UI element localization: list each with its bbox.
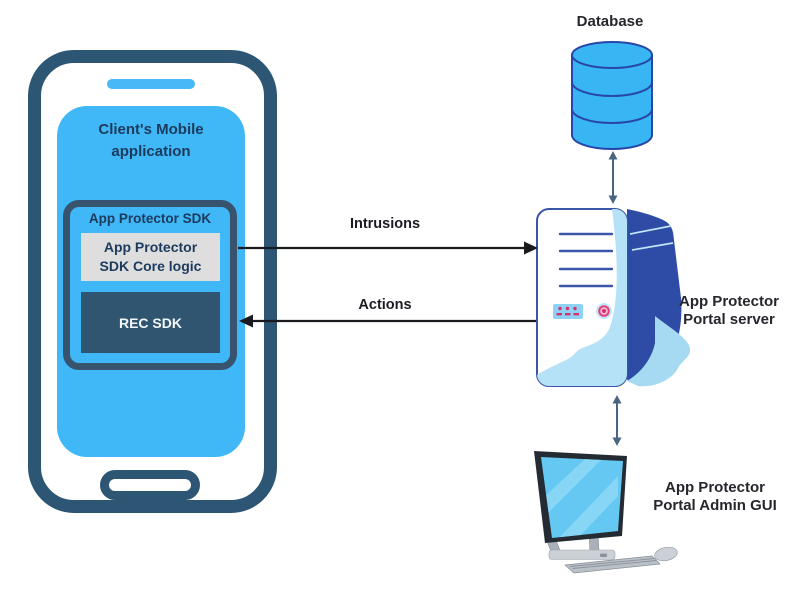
monitor-screen [541,457,623,538]
database-label: Database [576,13,644,30]
monitor-base-slot [600,553,607,557]
phone-home-button [100,470,200,500]
server-panel-leds [556,306,579,316]
portal-server-label-line1: App Protector [678,293,779,310]
keyboard-keys [569,558,657,569]
database-top-disk [571,41,653,69]
desktop-computer-icon [534,451,678,574]
rec-sdk-label: REC SDK [118,314,182,331]
core-logic-line2: SDK Core logic [99,258,202,274]
phone-screen: Client's Mobile application App Protecto… [57,106,245,457]
mobile-app-title: Client's Mobile application [57,119,245,163]
actions-label: Actions [358,297,412,313]
server-control-panel [553,304,583,319]
mobile-phone-icon: Client's Mobile application App Protecto… [28,50,277,513]
sdk-core-logic-box: App Protector SDK Core logic [81,233,220,281]
server-vent-lines [629,225,674,251]
portal-admin-gui-label-line1: App Protector [664,479,765,496]
server-database-link-arrow [608,151,618,204]
app-protector-sdk-box: App Protector SDK App Protector SDK Core… [63,200,237,370]
portal-server-label-line2: Portal server [683,310,775,328]
database-separator-2 [571,108,653,124]
database-separator-1 [571,81,653,97]
portal-admin-gui-label-line2: Portal Admin GUI [653,496,777,514]
server-front-highlight [537,209,627,386]
phone-speaker-bar [107,79,195,89]
database-cylinder-icon [571,41,653,150]
server-power-button [596,303,612,319]
intrusions-arrow [238,241,538,255]
portal-admin-gui-label: App Protector Portal Admin GUI [633,479,797,514]
server-shadow-swoosh [627,316,691,387]
mouse-icon [654,546,678,562]
mobile-app-title-line2: Mobile application [111,121,204,160]
mobile-app-title-line1: Client's [98,121,152,138]
actions-arrow [239,314,536,328]
intrusions-label: Intrusions [349,216,421,232]
monitor-screen-glare [541,457,618,538]
database-body [571,54,653,150]
server-drive-slots [558,232,614,288]
portal-server-label: App Protector Portal server [650,293,808,328]
monitor-stand-base [548,549,616,560]
rec-sdk-box: REC SDK [81,292,220,353]
sdk-box-title: App Protector SDK [88,211,212,226]
core-logic-line1: App Protector [103,239,198,255]
server-tower-icon [536,208,691,387]
